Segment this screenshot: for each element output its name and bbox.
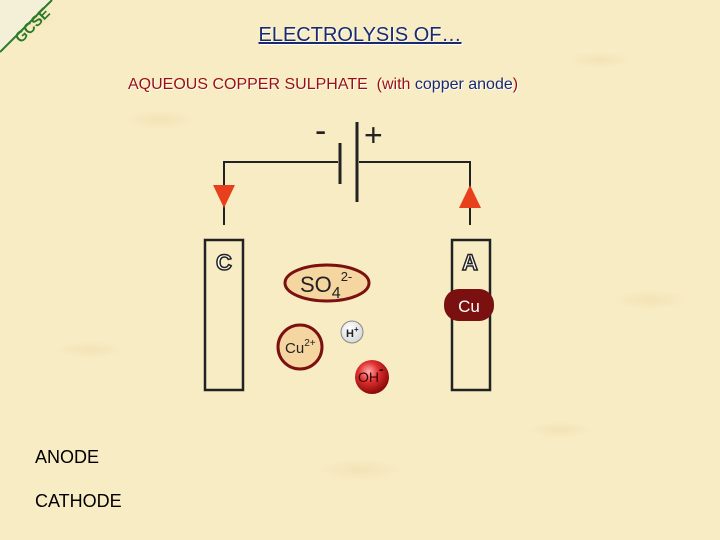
wire-right — [359, 161, 471, 225]
hydroxide-base: OH — [358, 369, 379, 385]
battery-positive-sign: + — [364, 117, 383, 153]
legend-cathode: CATHODE — [35, 491, 122, 511]
cathode-electrode — [203, 238, 245, 392]
svg-text:SO42-: SO42- — [300, 269, 352, 302]
sulphate-ion: SO42- — [283, 263, 371, 303]
hydrogen-ion: H+ — [340, 320, 364, 344]
legend-anode: ANODE — [35, 447, 100, 467]
subtitle-close: ) — [512, 76, 519, 93]
cathode-letter: C — [216, 250, 232, 275]
copper-base: Cu — [285, 340, 304, 357]
sulphate-base: SO — [300, 272, 332, 297]
gcse-logo: GCSE — [0, 0, 54, 53]
battery-negative-sign: - — [315, 112, 326, 150]
hydroxide-ion: OH- — [355, 360, 389, 394]
hydrogen-sup: + — [354, 325, 359, 334]
subtitle-detail: copper anode — [414, 76, 513, 93]
sulphate-sub: 4 — [332, 285, 341, 302]
anode-material-badge — [444, 289, 494, 321]
svg-text:H+: H+ — [346, 325, 359, 340]
hydroxide-sup: - — [379, 361, 384, 377]
subtitle: AQUEOUS COPPER SULPHATE (with copper ano… — [128, 76, 518, 94]
copper-ion: Cu2+ — [276, 323, 324, 371]
anode-material-label: Cu — [458, 297, 480, 316]
anode-arrow — [459, 185, 481, 208]
svg-text:Cu2+: Cu2+ — [285, 338, 316, 357]
subtitle-main: AQUEOUS COPPER SULPHATE — [128, 76, 368, 93]
wire-left — [223, 161, 338, 225]
subtitle-open: (with — [376, 76, 415, 93]
sulphate-sup: 2- — [341, 269, 353, 284]
svg-text:OH-: OH- — [358, 361, 384, 385]
hydrogen-base: H — [346, 328, 354, 340]
cathode-arrow — [213, 185, 235, 208]
copper-sup: 2+ — [304, 338, 316, 349]
anode-letter: A — [462, 250, 478, 275]
page-title: ELECTROLYSIS OF… — [258, 24, 462, 46]
